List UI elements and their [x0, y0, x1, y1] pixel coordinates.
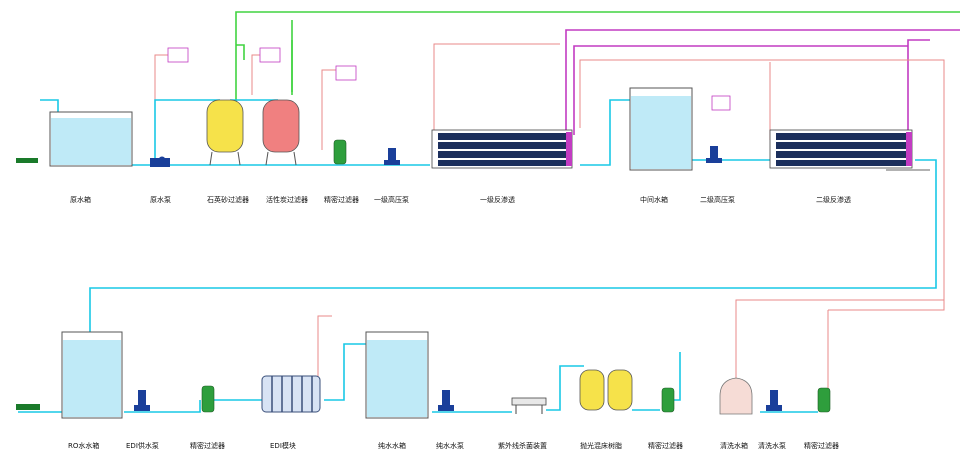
label-wash-pump: 清洗水泵 — [758, 441, 786, 450]
label-sand-filter: 石英砂过滤器 — [207, 195, 249, 204]
precision-filter-2 — [201, 385, 215, 413]
panel-2 — [259, 47, 281, 63]
label-edi-module: EDI模块 — [270, 441, 296, 450]
edi-feed-pump — [134, 390, 150, 411]
return-line-3 — [573, 45, 908, 135]
label-precision-filter-1: 精密过滤器 — [324, 195, 359, 204]
control-panels — [167, 47, 731, 111]
label-ro-stage-1: 一级反渗透 — [480, 195, 515, 204]
drain-branch-sand — [236, 44, 245, 60]
label-precision-filter-3: 精密过滤器 — [648, 441, 683, 450]
label-pure-pump: 纯水水泵 — [436, 441, 464, 450]
precision-filter-1 — [333, 139, 347, 165]
label-hp-pump-1: 一级高压泵 — [374, 195, 409, 204]
concentrate-line-4 — [735, 299, 944, 380]
cleaning-tank — [719, 377, 753, 415]
polishing-resin-vessels — [579, 369, 633, 411]
water-line-bottom-7 — [672, 352, 681, 401]
panel-4 — [711, 95, 731, 111]
ro-water-tank — [16, 331, 123, 419]
precision-filter-3 — [661, 387, 675, 413]
concentrate-line-1 — [433, 43, 560, 140]
label-polish-resin: 抛光混床树脂 — [580, 441, 622, 450]
water-line-bottom-5 — [546, 365, 584, 411]
label-raw-pump: 原水泵 — [150, 195, 171, 204]
hp-pump-2 — [706, 146, 722, 163]
water-line-ro2-down — [89, 159, 937, 340]
precision-filter-4 — [817, 387, 831, 413]
concentrate-line-5 — [154, 54, 170, 110]
label-ro-tank: RO水水箱 — [68, 441, 99, 450]
equipment-labels: 原水箱 原水泵 石英砂过滤器 活性炭过滤器 精密过滤器 一级高压泵 一级反渗透 … — [68, 195, 851, 450]
concentrate-line-9 — [317, 315, 332, 380]
intermediate-tank — [629, 87, 693, 171]
hp-pump-1 — [384, 148, 400, 165]
label-raw-tank: 原水箱 — [70, 195, 91, 204]
pure-water-pump — [438, 390, 454, 411]
label-carbon-filter: 活性炭过滤器 — [266, 195, 308, 204]
label-precision-filter-2: 精密过滤器 — [190, 441, 225, 450]
water-line-bottom-1 — [124, 400, 201, 413]
concentrate-line-7 — [251, 54, 262, 95]
label-mid-tank: 中间水箱 — [640, 195, 668, 204]
label-uv-sterilizer: 紫外线杀菌装置 — [498, 441, 547, 450]
edi-module — [261, 375, 321, 413]
label-precision-filter-4: 精密过滤器 — [804, 441, 839, 450]
uv-sterilizer — [511, 397, 547, 414]
drain-header-1 — [235, 11, 960, 150]
concentrate-line-6 — [321, 69, 340, 150]
water-line-raw-up — [154, 99, 220, 165]
water-line-bottom-3 — [324, 343, 366, 401]
raw-pump — [150, 156, 170, 167]
return-line-2 — [907, 39, 930, 130]
label-ro-stage-2: 二级反渗透 — [816, 195, 851, 204]
carbon-filter-vessel — [262, 99, 300, 166]
pure-water-tank — [365, 331, 429, 419]
return-line-1 — [565, 29, 960, 130]
label-pure-tank: 纯水水箱 — [378, 441, 406, 450]
label-edi-pump: EDI供水泵 — [126, 441, 159, 450]
panel-3 — [335, 65, 357, 81]
panel-1 — [167, 47, 189, 63]
sand-filter-vessel — [206, 99, 244, 166]
ro-stage-1-membranes — [431, 129, 573, 169]
ro-stage-2-membranes — [769, 129, 913, 169]
water-line-top — [40, 99, 59, 112]
cleaning-pump — [766, 390, 782, 411]
pipe-network — [18, 11, 960, 413]
label-hp-pump-2: 二级高压泵 — [700, 195, 735, 204]
label-wash-tank: 清洗水箱 — [720, 441, 748, 450]
water-line-ro1-mid — [580, 99, 632, 166]
raw-water-tank — [16, 111, 133, 167]
concentrate-line-2 — [579, 59, 945, 311]
